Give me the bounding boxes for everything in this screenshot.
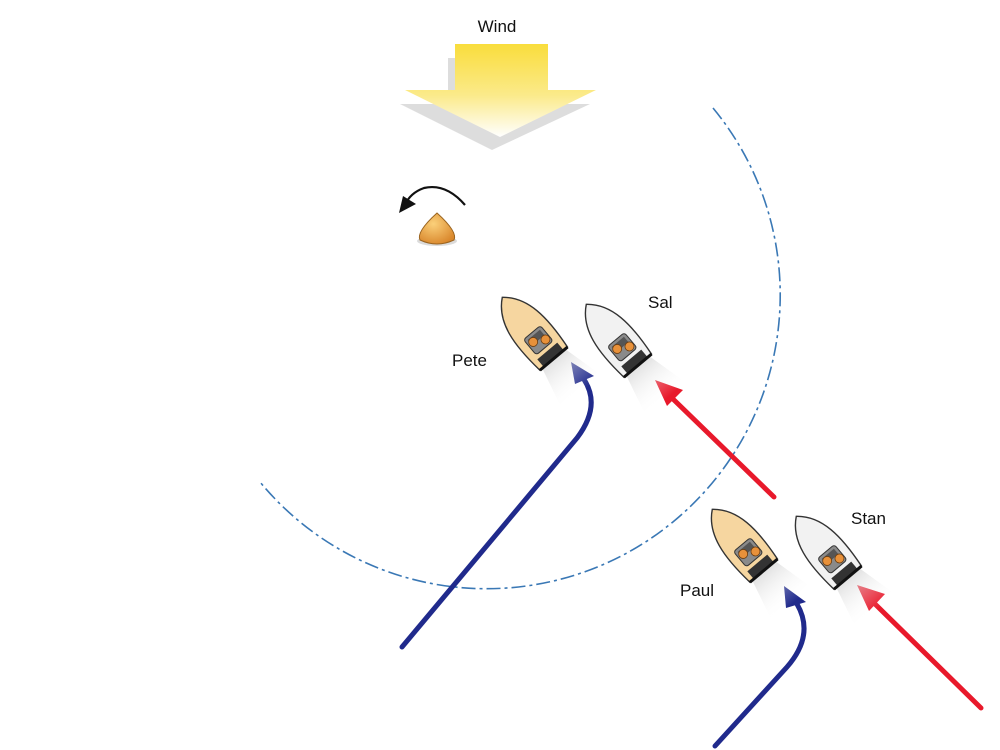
boats-layer: [500, 296, 896, 629]
boat-transom: [537, 342, 564, 367]
crew-head: [834, 553, 845, 564]
boat-stern-line: [538, 345, 569, 372]
boat-label-sal: Sal: [648, 293, 673, 312]
boat-label-stan: Stan: [851, 509, 886, 528]
boat-console: [608, 333, 637, 362]
boat-label-paul: Paul: [680, 581, 714, 600]
wind-arrow: [400, 44, 596, 150]
boat-label-pete: Pete: [452, 351, 487, 370]
boat-stern-line: [622, 352, 653, 379]
boat-sal: [584, 303, 686, 417]
crew-head: [528, 337, 539, 347]
crew-head: [750, 546, 761, 557]
rounding-arrow-icon: [399, 186, 466, 213]
boat-transom: [747, 554, 774, 579]
boat-console: [734, 538, 763, 567]
boat-console: [818, 545, 847, 574]
crew-head: [822, 556, 833, 566]
crew-head: [612, 344, 623, 354]
crew-head: [624, 341, 635, 352]
boat-transom: [621, 349, 648, 374]
crew-head: [738, 549, 749, 559]
boat-stern-line: [748, 557, 779, 584]
boat-stern-line: [832, 564, 863, 591]
boat-transom: [831, 561, 858, 586]
boat-paul: [710, 508, 812, 622]
crew-head: [540, 334, 551, 345]
zone-circle: [259, 107, 781, 590]
boat-wake: [834, 565, 896, 629]
boat-wake: [750, 558, 812, 622]
wind-label: Wind: [478, 17, 517, 36]
boat-stan: [794, 515, 896, 629]
boat-wake: [540, 346, 602, 410]
boat-console: [524, 326, 553, 355]
track-paul: [712, 586, 807, 749]
wind-arrow-body: [405, 44, 596, 137]
boat-pete: [500, 296, 602, 410]
mark: [417, 212, 457, 246]
boat-wake: [624, 353, 686, 417]
